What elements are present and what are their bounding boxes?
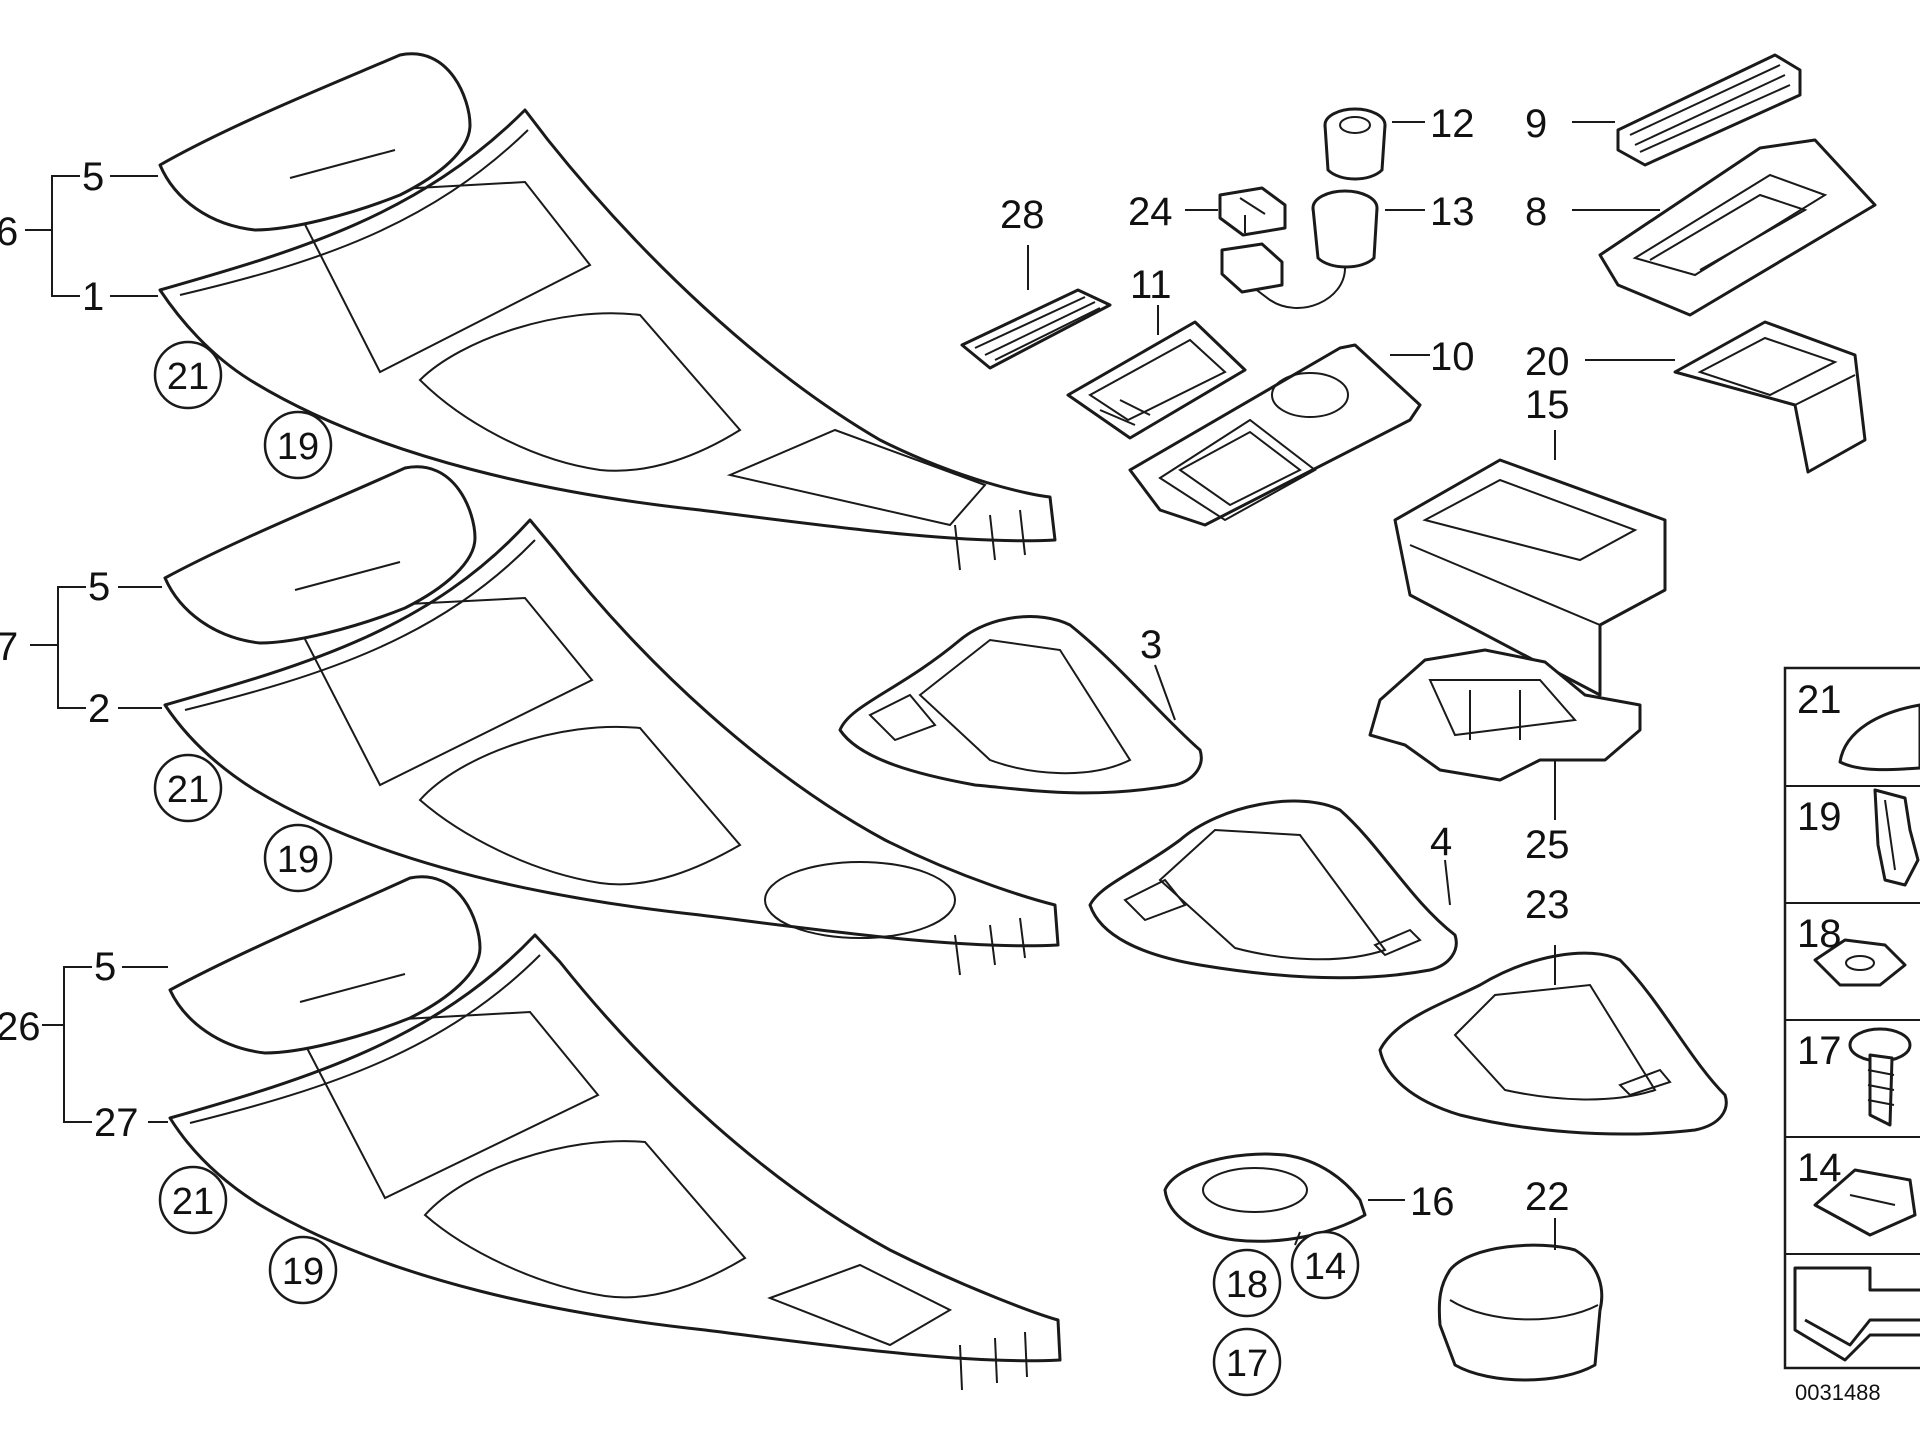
- circled-21-top: 21: [167, 356, 209, 398]
- label-23: 23: [1525, 883, 1570, 927]
- box-part-15: [1393, 430, 1667, 697]
- shifter-bezel-part-23: [1378, 945, 1728, 1136]
- label-27: 27: [94, 1101, 139, 1145]
- legend-label-18: 18: [1797, 912, 1842, 956]
- cover-bottom: [168, 875, 482, 1055]
- cover-top: [158, 52, 472, 232]
- shifter-bezel-part-4: [1088, 799, 1458, 980]
- circled-18: 18: [1226, 1264, 1268, 1306]
- circled-21-bottom: 21: [172, 1181, 214, 1223]
- label-9: 9: [1525, 102, 1547, 146]
- circled-17: 17: [1226, 1343, 1268, 1385]
- shifter-bezel-part-3: [838, 615, 1203, 795]
- circled-labels-center: [1212, 1230, 1360, 1397]
- label-11: 11: [1130, 263, 1172, 307]
- socket-part-13: [1220, 189, 1425, 310]
- label-5-bottom: 5: [94, 945, 116, 989]
- label-5-middle: 5: [88, 565, 110, 609]
- label-22: 22: [1525, 1175, 1570, 1219]
- mat-part-9: [1572, 53, 1802, 167]
- circled-19-top: 19: [277, 426, 319, 468]
- tray-part-11: [1066, 305, 1247, 440]
- trim-panel-top: [158, 108, 1057, 571]
- legend-label-14: 14: [1797, 1146, 1842, 1190]
- cupholder-part-22: [1437, 1218, 1604, 1382]
- label-5-top: 5: [82, 155, 104, 199]
- label-28: 28: [1000, 193, 1045, 237]
- label-24: 24: [1128, 190, 1173, 234]
- label-4: 4: [1430, 820, 1452, 864]
- circled-21-middle: 21: [167, 769, 209, 811]
- trim-panel-bottom: [168, 933, 1062, 1391]
- bin-part-20: [1585, 320, 1867, 474]
- grille-part-28: [960, 245, 1112, 370]
- connector-part-24: [1185, 186, 1287, 237]
- circled-19-middle: 19: [277, 839, 319, 881]
- frame-part-25: [1368, 648, 1642, 820]
- label-3: 3: [1140, 623, 1162, 667]
- legend-label-17: 17: [1797, 1029, 1842, 1073]
- label-20: 20: [1525, 340, 1570, 384]
- label-12: 12: [1430, 102, 1475, 146]
- trim-panel-middle: [163, 518, 1060, 976]
- circled-19-bottom: 19: [282, 1251, 324, 1293]
- label-26: 26: [0, 1005, 41, 1049]
- label-8: 8: [1525, 190, 1547, 234]
- left-leaders: [25, 175, 168, 1123]
- label-6: 6: [0, 210, 18, 254]
- label-25: 25: [1525, 823, 1570, 867]
- label-2: 2: [88, 687, 110, 731]
- label-10: 10: [1430, 335, 1475, 379]
- fasteners-legend: [1783, 666, 1920, 1370]
- ring-plate-part-16: [1163, 1152, 1405, 1243]
- socket-part-12: [1323, 107, 1425, 181]
- storage-part-8: [1572, 138, 1877, 317]
- legend-label-21: 21: [1797, 678, 1842, 722]
- circled-labels-left: [153, 340, 338, 1305]
- label-16: 16: [1410, 1180, 1455, 1224]
- console-insert-part-10: [1128, 343, 1430, 527]
- label-7: 7: [0, 625, 18, 669]
- label-1: 1: [82, 275, 104, 319]
- legend-label-19: 19: [1797, 795, 1842, 839]
- reference-number: 0031488: [1795, 1380, 1881, 1405]
- label-13: 13: [1430, 190, 1475, 234]
- cover-middle: [163, 465, 477, 645]
- circled-14: 14: [1304, 1246, 1346, 1288]
- label-15: 15: [1525, 383, 1570, 427]
